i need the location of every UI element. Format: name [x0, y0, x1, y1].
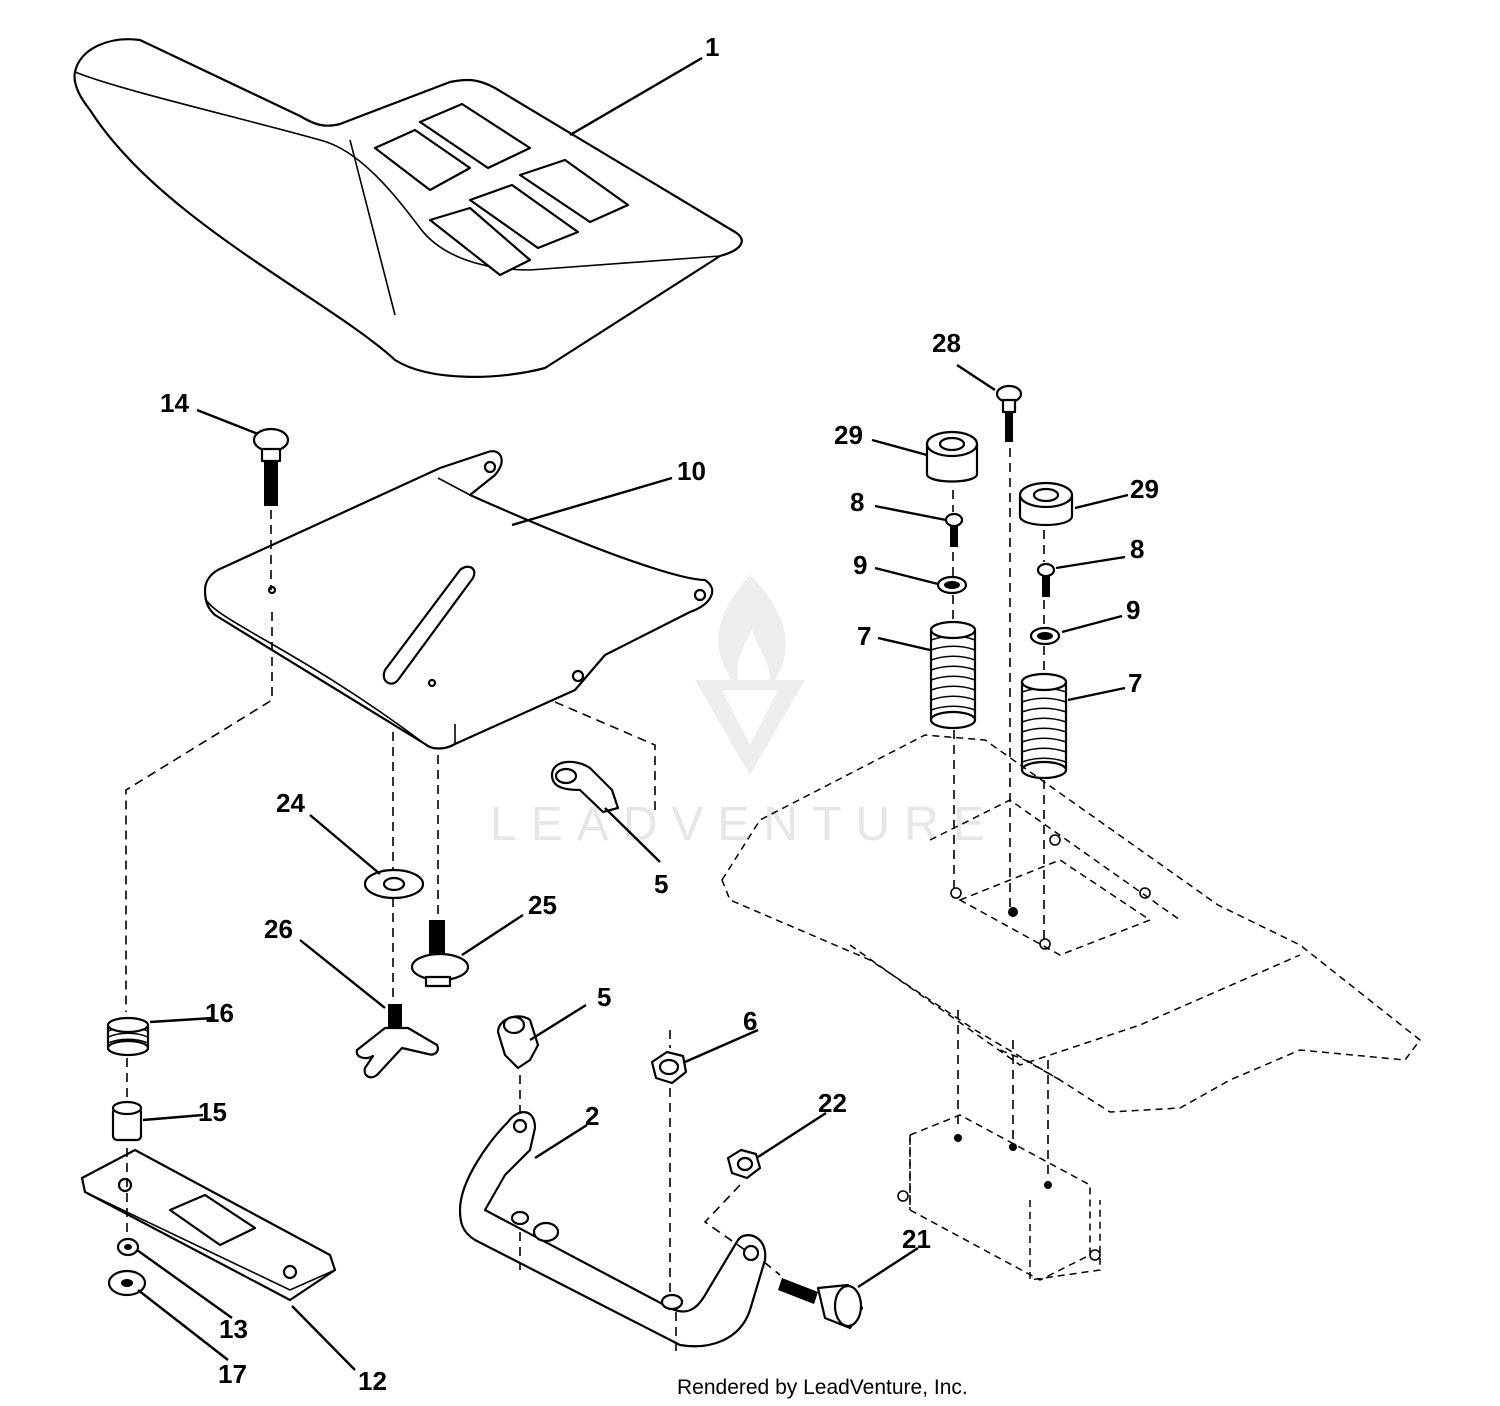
shoulder-bolt-part-21 [778, 1278, 864, 1330]
spring-part-left [929, 620, 977, 730]
callout-labels: 1 14 10 5 24 26 25 16 15 13 17 12 5 6 2 … [160, 32, 1159, 1396]
watermark-text: LEADVENTURE [490, 798, 999, 851]
clip-part-lower [496, 1015, 540, 1070]
callout-9-left: 9 [853, 550, 867, 580]
nut-part-small [726, 1148, 762, 1180]
bumper-part-left [925, 430, 979, 483]
callout-26: 26 [264, 914, 293, 944]
callout-28: 28 [932, 328, 961, 358]
callout-6: 6 [743, 1006, 757, 1036]
seat-part [73, 38, 743, 378]
bushing-part [111, 1100, 143, 1142]
callout-14: 14 [160, 388, 189, 418]
callout-5-lower: 5 [597, 982, 611, 1012]
credit-text: Rendered by LeadVenture, Inc. [677, 1376, 968, 1399]
lock-nut-part [650, 1050, 688, 1085]
leader-lines [136, 56, 1129, 1371]
callout-16: 16 [205, 998, 234, 1028]
bumper-part-right [1018, 481, 1074, 526]
callout-29-right: 29 [1130, 474, 1159, 504]
washer-part-9-left [936, 575, 968, 595]
callout-21: 21 [902, 1224, 931, 1254]
carriage-bolt-part [252, 427, 290, 506]
nut-part [116, 1237, 140, 1257]
bolt-part-8-right [1036, 562, 1056, 597]
callout-5-upper: 5 [654, 869, 668, 899]
callout-8-left: 8 [850, 487, 864, 517]
washer-part-9-right [1029, 626, 1061, 646]
bracket-part [458, 1111, 767, 1348]
callout-15: 15 [198, 1097, 227, 1127]
callout-24: 24 [276, 788, 305, 818]
callout-12: 12 [358, 1366, 387, 1396]
slide-plate-part [80, 1148, 337, 1302]
clip-part-upper [550, 760, 620, 814]
flange-nut-part [107, 1269, 147, 1297]
bolt-part-28 [995, 384, 1023, 442]
washer-part [363, 868, 425, 900]
callout-29-left: 29 [834, 420, 863, 450]
callout-13: 13 [219, 1314, 248, 1344]
assembly-centerlines [125, 448, 1049, 1352]
callout-2: 2 [585, 1101, 599, 1131]
callout-8-right: 8 [1130, 534, 1144, 564]
watermark: LEADVENTURE [490, 575, 999, 851]
seat-pan-part [203, 450, 714, 750]
spring-part-right [1020, 672, 1068, 780]
knob-part [355, 1004, 439, 1079]
spring-part-small [106, 1016, 150, 1057]
callout-25: 25 [528, 890, 557, 920]
shoulder-bolt-part [410, 920, 470, 988]
callout-9-right: 9 [1126, 595, 1140, 625]
callout-10: 10 [677, 456, 706, 486]
callout-22: 22 [818, 1088, 847, 1118]
callout-7-left: 7 [857, 621, 871, 651]
callout-17: 17 [218, 1359, 247, 1389]
bolt-part-8-left [944, 512, 964, 547]
callout-1: 1 [705, 32, 719, 62]
callout-7-right: 7 [1128, 668, 1142, 698]
